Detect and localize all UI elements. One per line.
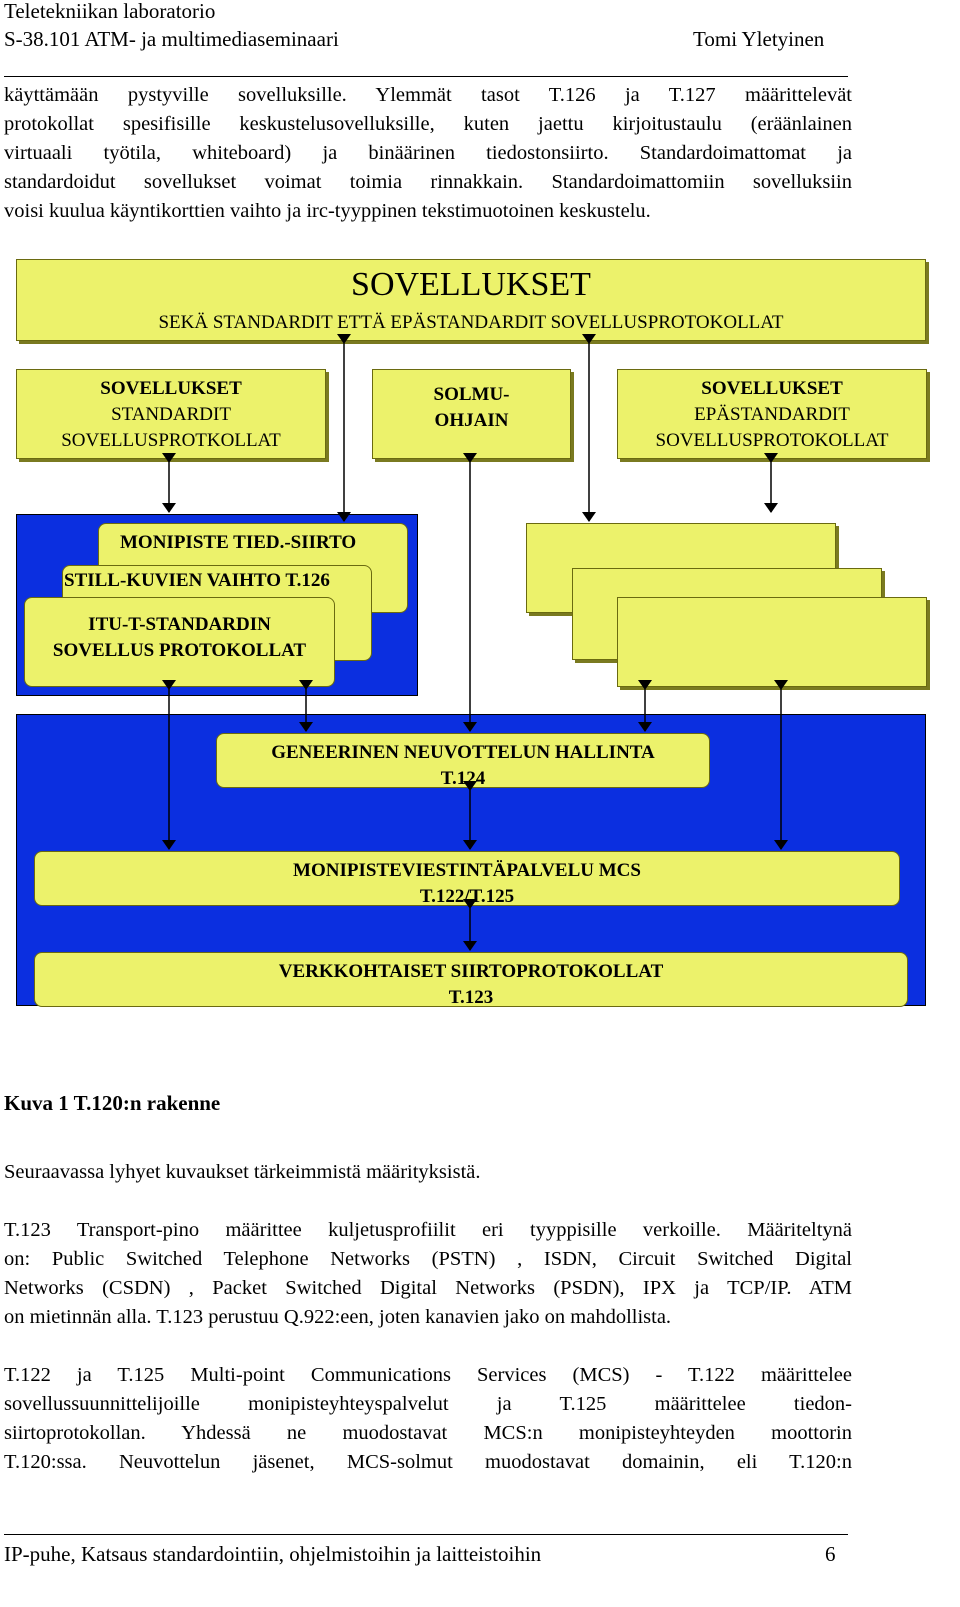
intro-line: protokollat spesifisille keskustelusovel… — [4, 113, 852, 135]
node-controller-box: SOLMU- OHJAIN — [372, 369, 571, 459]
applications-box: SOVELLUKSET SEKÄ STANDARDIT ETTÄ EPÄSTAN… — [16, 259, 926, 341]
mcs-line1: MONIPISTEVIESTINTÄPALVELU MCS — [293, 860, 641, 881]
summary-paragraph: Seuraavassa lyhyet kuvaukset tärkeimmist… — [4, 1161, 481, 1183]
mcs-line2: T.122/T.125 — [419, 886, 515, 907]
t122-line: sovellussuunnittelijoille monipisteyhtey… — [4, 1393, 852, 1415]
nonstandard-apps-line2: EPÄSTANDARDIT — [694, 404, 850, 425]
still-image-exchange-label: STILL-KUVIEN VAIHTO T.126 — [64, 570, 330, 591]
nonstandard-protocols-box — [617, 597, 927, 687]
t123-line: on mietinnän alla. T.123 perustuu Q.922:… — [4, 1306, 672, 1328]
node-controller-line2: OHJAIN — [434, 410, 509, 431]
transport-line1: VERKKOHTAISET SIIRTOPROTOKOLLAT — [278, 961, 664, 982]
figure-caption: Kuva 1 T.120:n rakenne — [4, 1091, 221, 1115]
node-controller-line1: SOLMU- — [433, 384, 510, 405]
standard-apps-line2: STANDARDIT — [111, 404, 231, 425]
t123-line: Networks (CSDN) , Packet Switched Digita… — [4, 1277, 852, 1299]
t122-paragraph: T.122 ja T.125 Multi-point Communication… — [4, 1361, 852, 1477]
t122-line: siirtoprotokollan. Yhdessä ne muodostava… — [4, 1422, 852, 1444]
nonstandard-apps-title: SOVELLUKSET — [701, 378, 843, 399]
footer-text: IP-puhe, Katsaus standardointiin, ohjelm… — [4, 1542, 542, 1566]
header-course: S-38.101 ATM- ja multimediaseminaari — [4, 27, 339, 51]
standard-apps-line3: SOVELLUSPROTKOLLAT — [61, 430, 281, 451]
itu-standard-protocols-box: ITU-T-STANDARDIN SOVELLUS PROTOKOLLAT — [24, 597, 335, 687]
intro-line: käyttämään pystyville sovelluksille. Yle… — [4, 84, 852, 106]
transport-line2: T.123 — [448, 987, 494, 1008]
t123-paragraph: T.123 Transport-pino määrittee kuljetusp… — [4, 1216, 852, 1332]
header-department: Teletekniikan laboratorio — [4, 0, 216, 23]
nonstandard-applications-box: SOVELLUKSET EPÄSTANDARDIT SOVELLUSPROTOK… — [617, 369, 927, 459]
gcc-line1: GENEERINEN NEUVOTTELUN HALLINTA — [271, 742, 655, 763]
intro-line: voisi kuulua käyntikorttien vaihto ja ir… — [4, 200, 651, 222]
header-rule — [4, 76, 848, 77]
standard-apps-title: SOVELLUKSET — [100, 378, 242, 399]
standard-applications-box: SOVELLUKSET STANDARDIT SOVELLUSPROTKOLLA… — [16, 369, 326, 459]
gcc-box: GENEERINEN NEUVOTTELUN HALLINTA T.124 — [216, 733, 710, 789]
intro-line: standardoidut sovellukset voimat toimia … — [4, 171, 852, 193]
itu-standard-line1: ITU-T-STANDARDIN — [88, 614, 271, 635]
nonstandard-apps-line3: SOVELLUSPROTOKOLLAT — [655, 430, 889, 451]
applications-subtitle: SEKÄ STANDARDIT ETTÄ EPÄSTANDARDIT SOVEL… — [158, 312, 784, 333]
multipoint-file-transfer-label: MONIPISTE TIED.-SIIRTO — [120, 532, 357, 553]
transport-box: VERKKOHTAISET SIIRTOPROTOKOLLAT T.123 — [34, 952, 908, 1008]
itu-standard-line2: SOVELLUS PROTOKOLLAT — [52, 640, 307, 661]
t122-line: T.120:ssa. Neuvottelun jäsenet, MCS-solm… — [4, 1451, 852, 1473]
t123-line: T.123 Transport-pino määrittee kuljetusp… — [4, 1219, 852, 1241]
applications-title: SOVELLUKSET — [351, 266, 591, 303]
header-author: Tomi Yletyinen — [693, 27, 825, 51]
t122-line: T.122 ja T.125 Multi-point Communication… — [4, 1364, 852, 1386]
footer-rule — [4, 1534, 848, 1535]
t123-line: on: Public Switched Telephone Networks (… — [4, 1248, 852, 1270]
page-number: 6 — [825, 1542, 836, 1566]
intro-paragraph: käyttämään pystyville sovelluksille. Yle… — [4, 81, 852, 226]
intro-line: virtuaali työtila, whiteboard) ja binäär… — [4, 142, 852, 164]
